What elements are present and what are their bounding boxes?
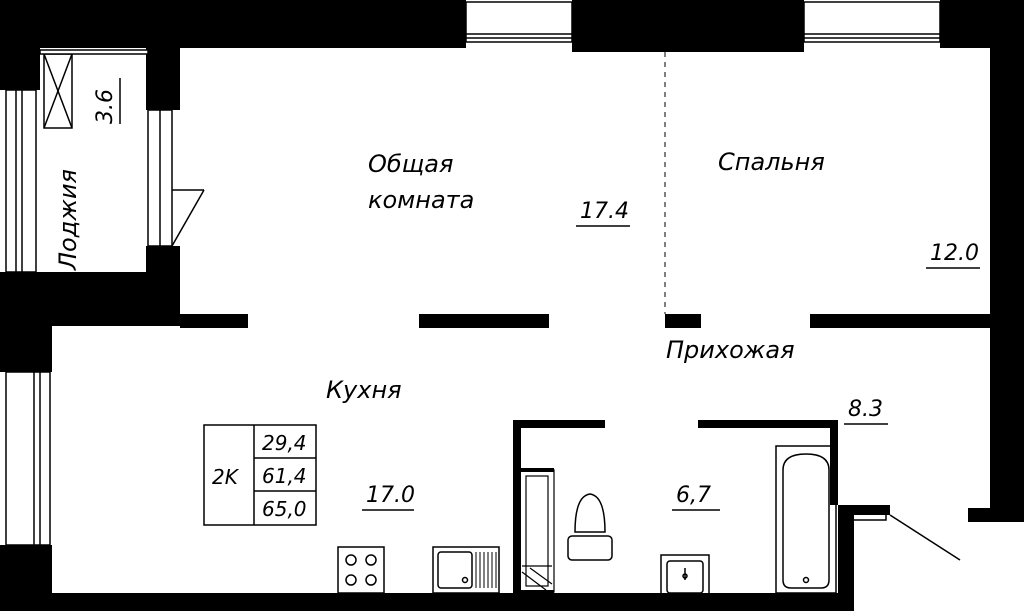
toilet-icon xyxy=(567,493,613,561)
interior-walls xyxy=(180,314,990,328)
bedroom-label: Спальня xyxy=(718,148,825,176)
left-wall-bottom xyxy=(0,545,52,611)
total-area-value: 61,4 xyxy=(262,464,307,488)
window-loggia xyxy=(5,89,37,273)
room-labels: Общая комната 17.4 Спальня 12.0 Прихожая… xyxy=(54,78,980,511)
apartment-type: 2K xyxy=(212,465,240,489)
kitchen-sink-icon xyxy=(432,546,500,594)
living-room-label-1: Общая xyxy=(368,150,453,178)
living-room-area: 17.4 xyxy=(580,199,629,224)
windows xyxy=(5,1,941,546)
bathroom-door xyxy=(847,509,961,561)
bathroom-sink-icon xyxy=(660,554,710,596)
window-top-living xyxy=(465,1,573,43)
kitchen-label: Кухня xyxy=(326,376,402,404)
living-area-value: 29,4 xyxy=(262,431,307,455)
window-top-bedroom xyxy=(803,1,941,43)
wall-living-kitchen-left xyxy=(180,314,248,328)
loggia-balcony-door xyxy=(147,109,205,247)
stove-icon xyxy=(337,546,385,594)
left-wall-middle xyxy=(0,272,52,372)
wall-bedroom-hall-right xyxy=(810,314,990,328)
loggia-partition-top xyxy=(146,48,180,110)
hallway-label: Прихожая xyxy=(666,336,795,364)
hallway-area: 8.3 xyxy=(848,397,883,422)
kitchen-area: 17.0 xyxy=(366,483,415,508)
bathroom-right-wall xyxy=(838,505,854,611)
top-wall-middle xyxy=(572,0,804,52)
loggia-label: Лоджия xyxy=(54,169,82,271)
right-wall xyxy=(990,0,1024,522)
wall-living-kitchen-right xyxy=(419,314,549,328)
bedroom-area: 12.0 xyxy=(930,241,979,266)
top-wall-left xyxy=(0,0,466,48)
cabinet-hatched-icon xyxy=(519,468,555,594)
right-wall-stub xyxy=(968,508,1024,522)
bathtub-icon xyxy=(775,445,837,594)
bathroom-area: 6,7 xyxy=(676,483,711,508)
window-kitchen xyxy=(5,371,51,546)
loggia-crossed-box xyxy=(39,49,149,129)
living-room-label-2: комната xyxy=(368,186,474,214)
bottom-wall xyxy=(50,593,854,611)
summary-table: 2K 29,4 61,4 65,0 xyxy=(203,424,317,526)
left-upper-block xyxy=(0,0,40,90)
total-with-loggia-value: 65,0 xyxy=(262,497,307,521)
wall-bedroom-hall-left xyxy=(665,314,701,328)
loggia-area: 3.6 xyxy=(93,89,118,124)
